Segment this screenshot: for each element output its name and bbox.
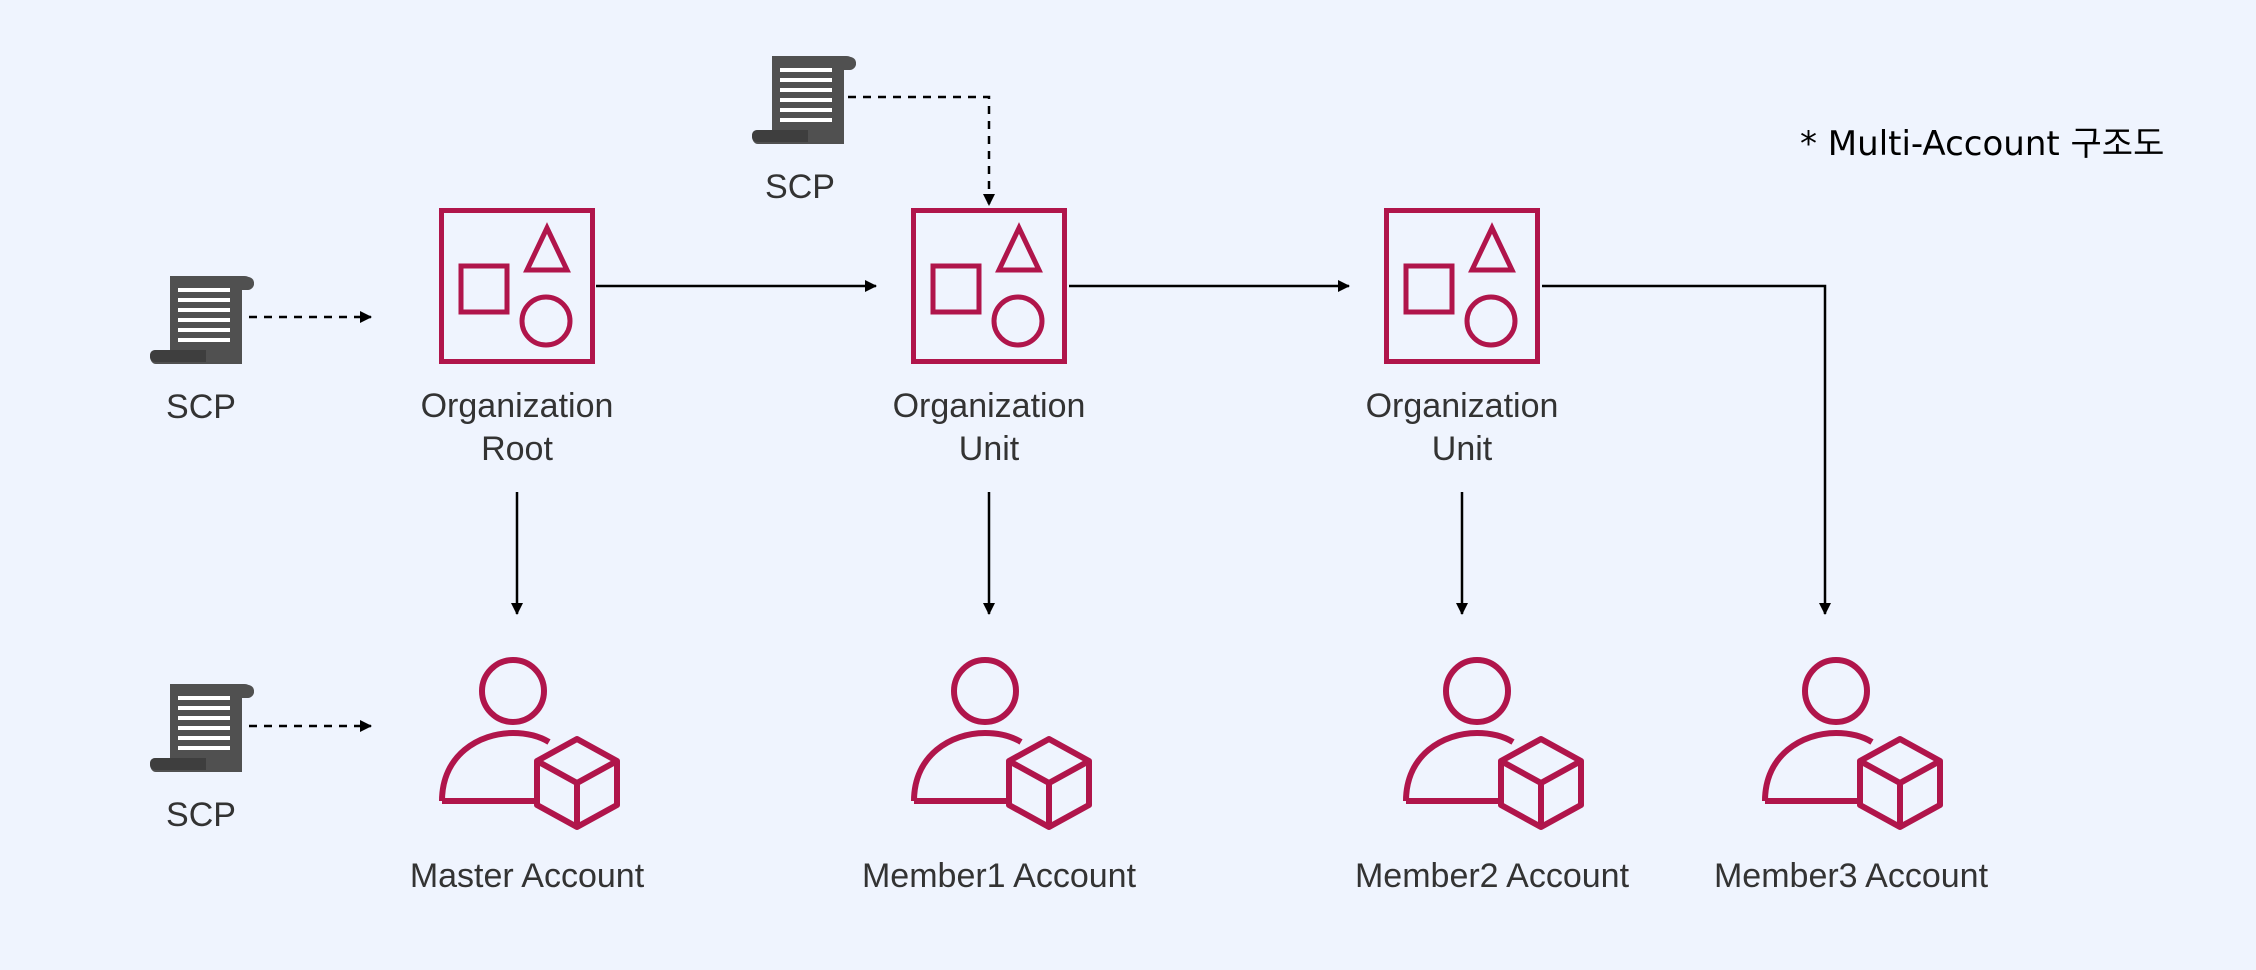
scp-scroll-icon <box>752 56 856 144</box>
member-account-icon <box>914 660 1089 827</box>
organization-root-label-line1: Organization <box>420 387 614 425</box>
diagram-note: * Multi-Account 구조도 <box>1800 124 2165 164</box>
organization-unit-label-line2: Unit <box>958 430 1020 468</box>
member3-account-label: Member3 Account <box>1713 857 1989 895</box>
organization-root-label-line2: Root <box>481 430 553 468</box>
member-account-icon <box>1406 660 1581 827</box>
scp-scroll-icon <box>150 684 254 772</box>
policy-connector-unit1 <box>848 95 995 206</box>
organization-root-label: Organization Root <box>367 385 667 471</box>
member1-account-label: Member1 Account <box>861 857 1137 895</box>
member-account-icon <box>1765 660 1940 827</box>
organization-unit-label: Organization Unit <box>1312 385 1612 471</box>
organization-unit-label-line2: Unit <box>1431 430 1493 468</box>
scp-label: SCP <box>166 388 236 426</box>
organization-unit-icon <box>914 211 1065 362</box>
scp-scroll-icon <box>150 276 254 364</box>
organization-unit-label-line1: Organization <box>1365 387 1559 425</box>
scp-label: SCP <box>765 168 835 206</box>
connector-unit2-to-member3 <box>1542 284 1831 615</box>
organization-root-icon <box>442 211 593 362</box>
master-account-label: Master Account <box>409 857 645 895</box>
organization-unit-icon <box>1387 211 1538 362</box>
master-account-icon <box>442 660 617 827</box>
scp-label: SCP <box>166 796 236 834</box>
member2-account-label: Member2 Account <box>1354 857 1630 895</box>
organization-unit-label-line1: Organization <box>892 387 1086 425</box>
organization-unit-label: Organization Unit <box>839 385 1139 471</box>
